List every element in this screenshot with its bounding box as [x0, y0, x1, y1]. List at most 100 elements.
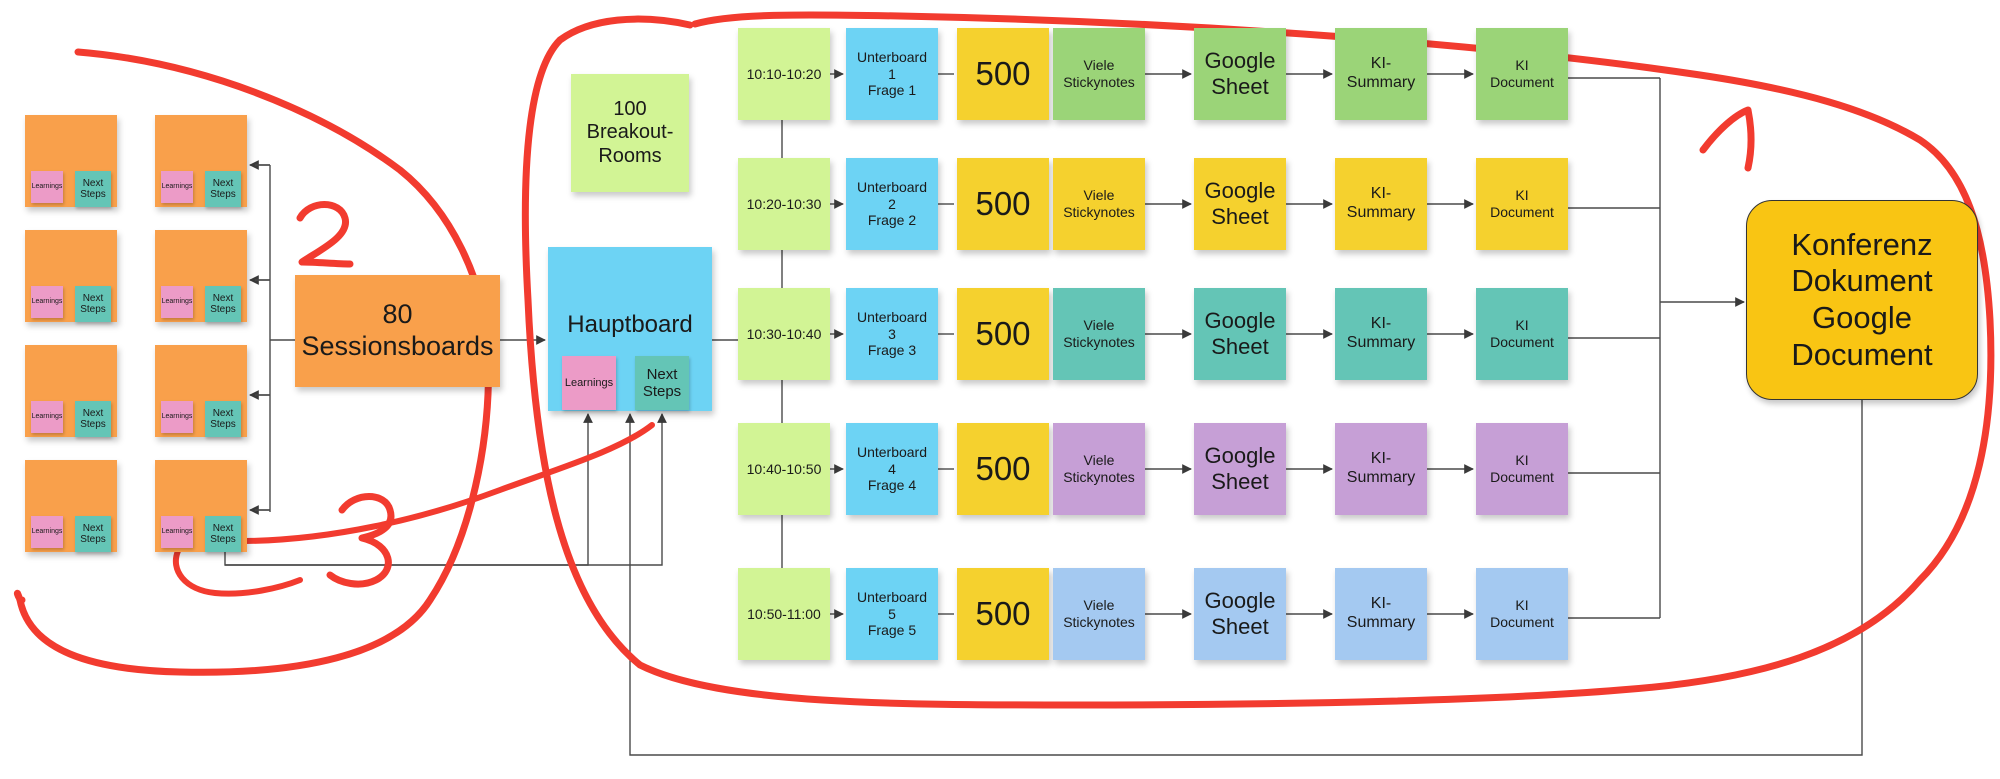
session-board-4-next-steps[interactable]: Next Steps	[205, 286, 241, 322]
row-5-sheet[interactable]: Google Sheet	[1194, 568, 1286, 660]
row-2-sheet[interactable]: Google Sheet	[1194, 158, 1286, 250]
row-2-summary[interactable]: KI- Summary	[1335, 158, 1427, 250]
row-5-time-label: 10:50-11:00	[747, 605, 821, 622]
row-4-count[interactable]: 500	[957, 423, 1049, 515]
session-board-2-learnings-label: Learnings	[161, 182, 193, 190]
hauptboard-next-steps-note[interactable]: Next Steps	[635, 356, 689, 410]
session-board-6-next-steps-label: Next Steps	[210, 407, 236, 431]
row-3-sheet-label: Google Sheet	[1204, 308, 1276, 359]
row-5-subboard[interactable]: Unterboard 5 Frage 5	[846, 568, 938, 660]
row-3-subboard-label: Unterboard 3 Frage 3	[856, 309, 928, 359]
session-board-5-learnings-label: Learnings	[31, 412, 63, 420]
session-board-4-learnings-label: Learnings	[161, 297, 193, 305]
session-board-4-next-steps-label: Next Steps	[210, 292, 236, 316]
row-2-subboard-label: Unterboard 2 Frage 2	[856, 179, 928, 229]
breakout-rooms-label: 100 Breakout- Rooms	[586, 97, 674, 167]
row-1-summary[interactable]: KI- Summary	[1335, 28, 1427, 120]
session-board-1-learnings-label: Learnings	[31, 182, 63, 190]
session-board-4-learnings[interactable]: Learnings	[161, 286, 193, 318]
row-1-subboard[interactable]: Unterboard 1 Frage 1	[846, 28, 938, 120]
session-board-2-next-steps-label: Next Steps	[210, 177, 236, 201]
row-5-summary-label: KI- Summary	[1346, 595, 1416, 631]
annotation-number-2	[296, 201, 354, 268]
connector-sessions-to-next-steps	[225, 413, 667, 566]
row-2-count[interactable]: 500	[957, 158, 1049, 250]
row-4-stickies-label: Viele Stickynotes	[1063, 452, 1135, 485]
row-1-summary-label: KI- Summary	[1346, 55, 1416, 91]
session-board-5-learnings[interactable]: Learnings	[31, 401, 63, 433]
row-3-summary-label: KI- Summary	[1346, 315, 1416, 351]
row-5-count-label: 500	[975, 594, 1031, 632]
row-4-stickies[interactable]: Viele Stickynotes	[1053, 423, 1145, 515]
session-board-6-next-steps[interactable]: Next Steps	[205, 401, 241, 437]
row-4-sheet-label: Google Sheet	[1204, 443, 1276, 494]
row-4-document[interactable]: KI Document	[1476, 423, 1568, 515]
row-5-count[interactable]: 500	[957, 568, 1049, 660]
session-board-7-learnings-label: Learnings	[31, 527, 63, 535]
row-5-stickies[interactable]: Viele Stickynotes	[1053, 568, 1145, 660]
session-board-6-learnings[interactable]: Learnings	[161, 401, 193, 433]
row-3-summary[interactable]: KI- Summary	[1335, 288, 1427, 380]
row-4-sheet[interactable]: Google Sheet	[1194, 423, 1286, 515]
row-5-summary[interactable]: KI- Summary	[1335, 568, 1427, 660]
hauptboard-learnings-note[interactable]: Learnings	[562, 356, 616, 410]
breakout-rooms-note[interactable]: 100 Breakout- Rooms	[571, 74, 689, 192]
row-4-subboard[interactable]: Unterboard 4 Frage 4	[846, 423, 938, 515]
session-board-8-next-steps-label: Next Steps	[210, 522, 236, 546]
connector-konferenz-to-hauptboard	[625, 400, 1863, 756]
row-5-time[interactable]: 10:50-11:00	[738, 568, 830, 660]
row-3-count[interactable]: 500	[957, 288, 1049, 380]
row-1-count-label: 500	[975, 54, 1031, 92]
session-board-8-next-steps[interactable]: Next Steps	[205, 516, 241, 552]
row-3-document[interactable]: KI Document	[1476, 288, 1568, 380]
row-1-count[interactable]: 500	[957, 28, 1049, 120]
row-3-sheet[interactable]: Google Sheet	[1194, 288, 1286, 380]
row-2-time[interactable]: 10:20-10:30	[738, 158, 830, 250]
row-1-stickies-label: Viele Stickynotes	[1063, 57, 1135, 90]
session-board-1-next-steps-label: Next Steps	[80, 177, 106, 201]
row-3-time-label: 10:30-10:40	[746, 325, 822, 342]
session-board-3-next-steps[interactable]: Next Steps	[75, 286, 111, 322]
session-board-2-next-steps[interactable]: Next Steps	[205, 171, 241, 207]
row-3-stickies[interactable]: Viele Stickynotes	[1053, 288, 1145, 380]
session-board-5-next-steps-label: Next Steps	[80, 407, 106, 431]
row-3-stickies-label: Viele Stickynotes	[1063, 317, 1135, 350]
hauptboard-title: Hauptboard	[567, 311, 693, 338]
row-1-stickies[interactable]: Viele Stickynotes	[1053, 28, 1145, 120]
annotation-loop-left	[13, 48, 492, 676]
sessionsboards-note[interactable]: 80 Sessionsboards	[295, 275, 500, 387]
row-1-sheet-label: Google Sheet	[1204, 48, 1276, 99]
row-4-time[interactable]: 10:40-10:50	[738, 423, 830, 515]
row-5-document[interactable]: KI Document	[1476, 568, 1568, 660]
session-board-8-learnings[interactable]: Learnings	[161, 516, 193, 548]
row-1-sheet[interactable]: Google Sheet	[1194, 28, 1286, 120]
session-board-7-learnings[interactable]: Learnings	[31, 516, 63, 548]
annotation-number-1	[1699, 106, 1755, 172]
session-board-5-next-steps[interactable]: Next Steps	[75, 401, 111, 437]
row-4-summary[interactable]: KI- Summary	[1335, 423, 1427, 515]
row-3-subboard[interactable]: Unterboard 3 Frage 3	[846, 288, 938, 380]
row-2-time-label: 10:20-10:30	[746, 195, 822, 212]
session-board-7-next-steps[interactable]: Next Steps	[75, 516, 111, 552]
annotation-hook-3	[172, 548, 303, 597]
row-2-stickies[interactable]: Viele Stickynotes	[1053, 158, 1145, 250]
session-board-8-learnings-label: Learnings	[161, 527, 193, 535]
sessionsboards-label: 80 Sessionsboards	[301, 299, 494, 361]
row-1-document[interactable]: KI Document	[1476, 28, 1568, 120]
session-board-1-next-steps[interactable]: Next Steps	[75, 171, 111, 207]
row-1-document-label: KI Document	[1490, 57, 1554, 90]
row-3-time[interactable]: 10:30-10:40	[738, 288, 830, 380]
row-2-sheet-label: Google Sheet	[1204, 178, 1276, 229]
row-4-document-label: KI Document	[1490, 452, 1554, 485]
row-2-subboard[interactable]: Unterboard 2 Frage 2	[846, 158, 938, 250]
konferenz-dokument-note[interactable]: Konferenz Dokument Google Document	[1746, 200, 1978, 400]
session-board-3-learnings[interactable]: Learnings	[31, 286, 63, 318]
session-board-6-learnings-label: Learnings	[161, 412, 193, 420]
session-board-1-learnings[interactable]: Learnings	[31, 171, 63, 203]
session-board-2-learnings[interactable]: Learnings	[161, 171, 193, 203]
row-2-document[interactable]: KI Document	[1476, 158, 1568, 250]
row-1-time-label: 10:10-10:20	[746, 65, 822, 82]
row-4-time-label: 10:40-10:50	[746, 460, 822, 477]
row-2-count-label: 500	[975, 184, 1031, 222]
row-1-time[interactable]: 10:10-10:20	[738, 28, 830, 120]
